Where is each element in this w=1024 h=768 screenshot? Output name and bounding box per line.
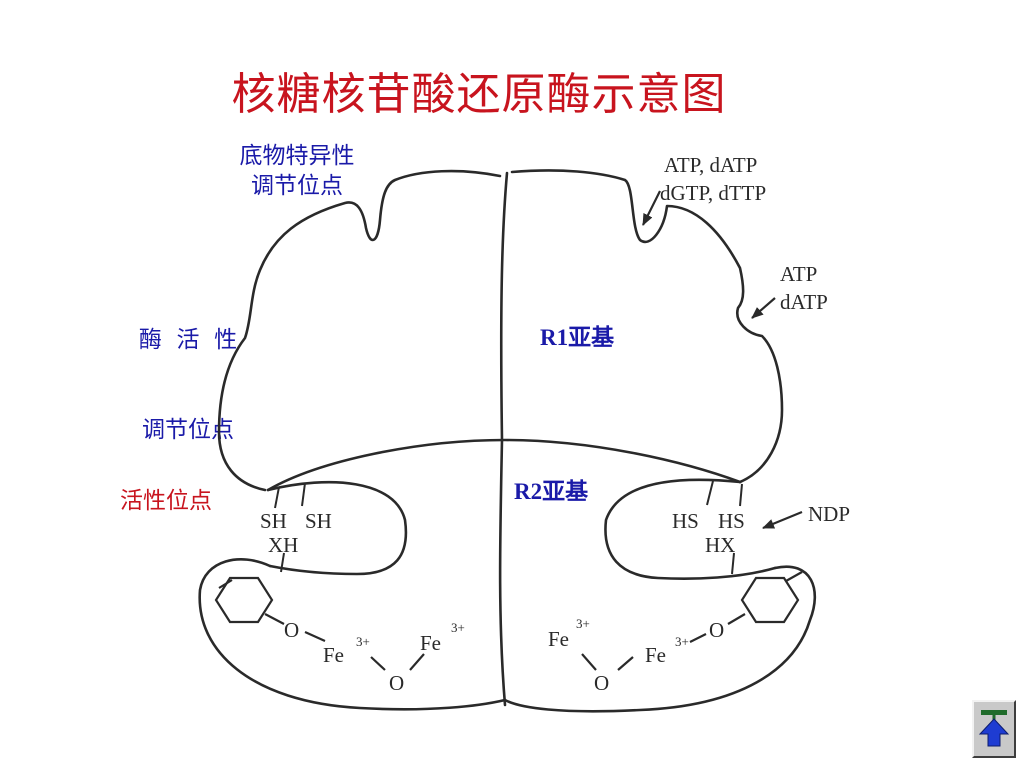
oxygen-right-bridge: O (594, 671, 609, 695)
midline-divider (498, 171, 509, 707)
sh-left-1: SH (260, 509, 287, 533)
xh-label: XH (268, 533, 298, 557)
atp-datp-label: ATP, dATP (664, 153, 757, 177)
right-tyrosine (581, 571, 803, 671)
hx-label: HX (705, 533, 735, 557)
right-active-cleft (604, 478, 777, 580)
fe-right-2: Fe (548, 627, 569, 651)
datp-label: dATP (780, 290, 828, 314)
active-site-label: 活性位点 (120, 488, 212, 514)
dgtp-dttp-label: dGTP, dTTP (660, 181, 766, 205)
r1-subunit-label: R1亚基 (540, 325, 615, 350)
oxygen-left-tyr: O (284, 618, 299, 642)
charge-left-1: 3+ (356, 634, 370, 649)
hs-right-2: HS (718, 509, 745, 533)
atp-label: ATP (780, 262, 817, 286)
substrate-site-line1: 底物特异性 (239, 143, 355, 169)
r2-subunit-label: R2亚基 (514, 479, 589, 504)
substrate-site-line2: 调节位点 (251, 173, 343, 199)
home-arrow-icon (978, 710, 1010, 747)
arrow-activity-site (751, 297, 776, 319)
fe-left-2: Fe (420, 631, 441, 655)
hs-right-1: HS (672, 509, 699, 533)
substrate-site-label: 底物特异性 调节位点 (222, 141, 372, 201)
fe-right-1: Fe (645, 643, 666, 667)
arrow-ndp (762, 510, 803, 530)
r1-r2-boundary (266, 438, 742, 492)
sh-left-2: SH (305, 509, 332, 533)
page-title: 核糖核苷酸还原酶示意图 (231, 69, 727, 120)
home-nav-button[interactable] (972, 700, 1016, 758)
left-tyrosine (214, 576, 425, 671)
r2-left-outline (198, 558, 507, 711)
charge-left-2: 3+ (451, 620, 465, 635)
left-active-cleft (266, 480, 408, 576)
activity-site-line1: 酶 活 性 (138, 327, 238, 353)
charge-right-1: 3+ (675, 634, 689, 649)
arrow-substrate-site (642, 190, 661, 226)
r1-left-outline (217, 169, 502, 492)
r1-right-outline (510, 169, 784, 484)
oxygen-left-bridge: O (389, 671, 404, 695)
charge-right-2: 3+ (576, 616, 590, 631)
ndp-label: NDP (808, 502, 850, 526)
r2-right-outline (503, 565, 817, 713)
fe-left-1: Fe (323, 643, 344, 667)
oxygen-right-tyr: O (709, 618, 724, 642)
